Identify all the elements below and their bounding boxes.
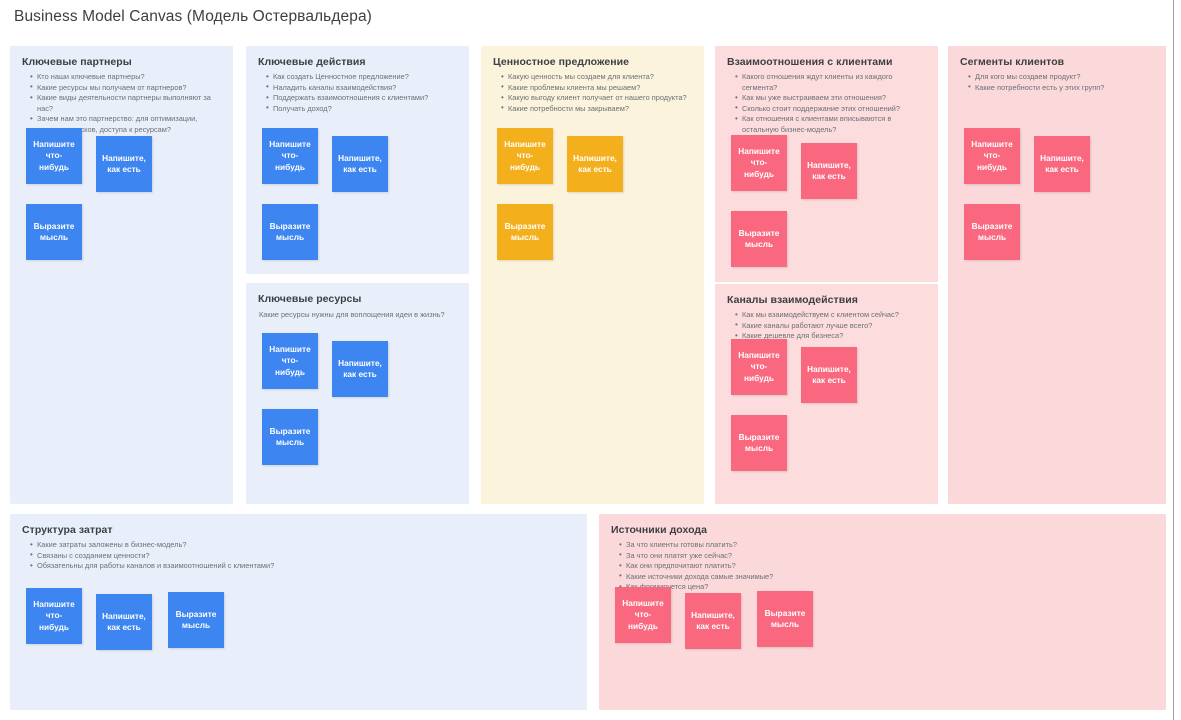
panel-title-key-partners: Ключевые партнеры xyxy=(22,56,132,68)
sticky-note-write-as-is[interactable]: Напишите, как есть xyxy=(332,341,388,397)
list-item: Как создать Ценностное предложение? xyxy=(266,72,458,83)
list-item: Как мы уже выстраиваем эти отношения? xyxy=(735,93,927,104)
right-frame-rule xyxy=(1173,0,1174,720)
panel-cost-structure[interactable]: Структура затрат Какие затраты заложены … xyxy=(10,514,587,710)
sticky-note-write-something[interactable]: Напишите что- нибудь xyxy=(26,128,82,184)
list-item: Как они предпочитают платить? xyxy=(619,561,1155,572)
sticky-note-express-thought[interactable]: Выразите мысль xyxy=(497,204,553,260)
bullet-list-key-partners: Кто наши ключевые партнеры? Какие ресурс… xyxy=(22,72,222,136)
list-item: За что они платят уже сейчас? xyxy=(619,550,1155,562)
sticky-note-express-thought[interactable]: Выразите мысль xyxy=(964,204,1020,260)
list-item: Как формируется цена? xyxy=(619,582,1155,593)
list-item: Какую выгоду клиент получает от нашего п… xyxy=(501,93,693,104)
sticky-note-express-thought[interactable]: Выразите мысль xyxy=(262,204,318,260)
list-item: Какие каналы работают лучше всего? xyxy=(735,320,927,332)
list-item: Сколько стоит поддержание этих отношений… xyxy=(735,103,927,115)
list-item: Как мы взаимодействуем с клиентом сейчас… xyxy=(735,310,927,321)
notes-group-key-partners: Напишите что- нибудь Напишите, как есть … xyxy=(22,128,223,288)
list-item: За что клиенты готовы платить? xyxy=(619,540,1155,551)
notes-group-key-resources: Напишите что- нибудь Напишите, как есть … xyxy=(258,333,459,483)
bullet-list-cost-structure: Какие затраты заложены в бизнес-модель? … xyxy=(22,540,576,572)
notes-group-channels: Напишите что- нибудь Напишите, как есть … xyxy=(727,339,928,489)
sticky-note-express-thought[interactable]: Выразите мысль xyxy=(731,211,787,267)
panel-revenue-streams[interactable]: Источники дохода За что клиенты готовы п… xyxy=(599,514,1166,710)
notes-group-key-activities: Напишите что- нибудь Напишите, как есть … xyxy=(258,128,459,268)
sticky-note-write-something[interactable]: Напишите что- нибудь xyxy=(731,135,787,191)
panel-title-key-activities: Ключевые действия xyxy=(258,56,366,68)
sticky-note-write-as-is[interactable]: Напишите, как есть xyxy=(567,136,623,192)
panel-value-proposition[interactable]: Ценностное предложение Какую ценность мы… xyxy=(481,46,704,504)
panel-title-cost-structure: Структура затрат xyxy=(22,524,113,536)
sticky-note-write-as-is[interactable]: Напишите, как есть xyxy=(1034,136,1090,192)
list-item: Связаны с созданием ценности? xyxy=(30,550,576,562)
bullet-list-revenue-streams: За что клиенты готовы платить? За что он… xyxy=(611,540,1155,593)
sticky-note-write-something[interactable]: Напишите что- нибудь xyxy=(731,339,787,395)
list-item: Для кого мы создаем продукт? xyxy=(968,72,1155,83)
sticky-note-write-as-is[interactable]: Напишите, как есть xyxy=(801,347,857,403)
notes-group-customer-relationships: Напишите что- нибудь Напишите, как есть … xyxy=(727,135,928,285)
notes-group-customer-segments: Напишите что- нибудь Напишите, как есть … xyxy=(960,128,1156,288)
panel-customer-segments[interactable]: Сегменты клиентов Для кого мы создаем пр… xyxy=(948,46,1166,504)
sticky-note-express-thought[interactable]: Выразите мысль xyxy=(731,415,787,471)
sticky-note-write-something[interactable]: Напишите что- нибудь xyxy=(964,128,1020,184)
list-item: Какие потребности есть у этих групп? xyxy=(968,82,1155,94)
list-item: Какую ценность мы создаем для клиента? xyxy=(501,72,693,83)
panel-title-customer-segments: Сегменты клиентов xyxy=(960,56,1065,68)
sticky-note-write-as-is[interactable]: Напишите, как есть xyxy=(96,594,152,650)
panel-title-value-proposition: Ценностное предложение xyxy=(493,56,630,68)
sticky-note-express-thought[interactable]: Выразите мысль xyxy=(26,204,82,260)
sticky-note-write-something[interactable]: Напишите что- нибудь xyxy=(497,128,553,184)
notes-group-value-proposition: Напишите что- нибудь Напишите, как есть … xyxy=(493,128,694,288)
list-item: Получать доход? xyxy=(266,103,458,115)
list-item: Какие затраты заложены в бизнес-модель? xyxy=(30,540,576,551)
panel-subtitle-key-resources: Какие ресурсы нужны для воплощения идеи … xyxy=(259,310,445,319)
bullet-list-channels: Как мы взаимодействуем с клиентом сейчас… xyxy=(727,310,927,342)
panel-customer-relationships[interactable]: Взаимоотношения с клиентами Какого отнош… xyxy=(715,46,938,282)
sticky-note-express-thought[interactable]: Выразите мысль xyxy=(262,409,318,465)
panel-title-channels: Каналы взаимодействия xyxy=(727,294,858,306)
sticky-note-write-as-is[interactable]: Напишите, как есть xyxy=(685,593,741,649)
sticky-note-write-as-is[interactable]: Напишите, как есть xyxy=(801,143,857,199)
panel-key-resources[interactable]: Ключевые ресурсы Какие ресурсы нужны для… xyxy=(246,283,469,504)
bullet-list-value-proposition: Какую ценность мы создаем для клиента? К… xyxy=(493,72,693,114)
list-item: Какого отношения ждут клиенты из каждого… xyxy=(735,71,927,93)
list-item: Кто наши ключевые партнеры? xyxy=(30,72,222,83)
bullet-list-customer-segments: Для кого мы создаем продукт? Какие потре… xyxy=(960,72,1155,93)
list-item: Какие ресурсы мы получаем от партнеров? xyxy=(30,82,222,94)
list-item: Какие источники дохода самые значимые? xyxy=(619,571,1155,583)
panel-title-customer-relationships: Взаимоотношения с клиентами xyxy=(727,56,893,68)
sticky-note-express-thought[interactable]: Выразите мысль xyxy=(168,592,224,648)
bullet-list-customer-relationships: Какого отношения ждут клиенты из каждого… xyxy=(727,71,927,136)
sticky-note-write-something[interactable]: Напишите что- нибудь xyxy=(26,588,82,644)
list-item: Какие потребности мы закрываем? xyxy=(501,103,693,115)
list-item: Обязательны для работы каналов и взаимоо… xyxy=(30,561,576,572)
notes-group-cost-structure: Напишите что- нибудь Напишите, как есть … xyxy=(22,588,577,678)
business-model-canvas: Ключевые партнеры Кто наши ключевые парт… xyxy=(0,44,1181,720)
sticky-note-write-as-is[interactable]: Напишите, как есть xyxy=(96,136,152,192)
panel-key-partners[interactable]: Ключевые партнеры Кто наши ключевые парт… xyxy=(10,46,233,504)
sticky-note-write-as-is[interactable]: Напишите, как есть xyxy=(332,136,388,192)
sticky-note-write-something[interactable]: Напишите что- нибудь xyxy=(615,587,671,643)
panel-title-key-resources: Ключевые ресурсы xyxy=(258,293,362,305)
list-item: Как отношения с клиентами вписываются в … xyxy=(735,114,927,135)
bullet-list-key-activities: Как создать Ценностное предложение? Нала… xyxy=(258,72,458,114)
panel-title-revenue-streams: Источники дохода xyxy=(611,524,708,536)
sticky-note-write-something[interactable]: Напишите что- нибудь xyxy=(262,333,318,389)
list-item: Какие виды деятельности партнеры выполня… xyxy=(30,93,222,114)
list-item: Какие проблемы клиента мы решаем? xyxy=(501,82,693,94)
sticky-note-express-thought[interactable]: Выразите мысль xyxy=(757,591,813,647)
list-item: Наладить каналы взаимодействия? xyxy=(266,82,458,94)
notes-group-revenue-streams: Напишите что- нибудь Напишите, как есть … xyxy=(611,587,1156,677)
panel-key-activities[interactable]: Ключевые действия Как создать Ценностное… xyxy=(246,46,469,274)
page-title: Business Model Canvas (Модель Остервальд… xyxy=(14,8,372,25)
list-item: Зачем нам это партнерство: для оптимизац… xyxy=(30,114,222,135)
panel-channels[interactable]: Каналы взаимодействия Как мы взаимодейст… xyxy=(715,284,938,504)
list-item: Поддержать взаимоотношения с клиентами? xyxy=(266,93,458,104)
sticky-note-write-something[interactable]: Напишите что- нибудь xyxy=(262,128,318,184)
list-item: Какие дешевле для бизнеса? xyxy=(735,331,927,342)
